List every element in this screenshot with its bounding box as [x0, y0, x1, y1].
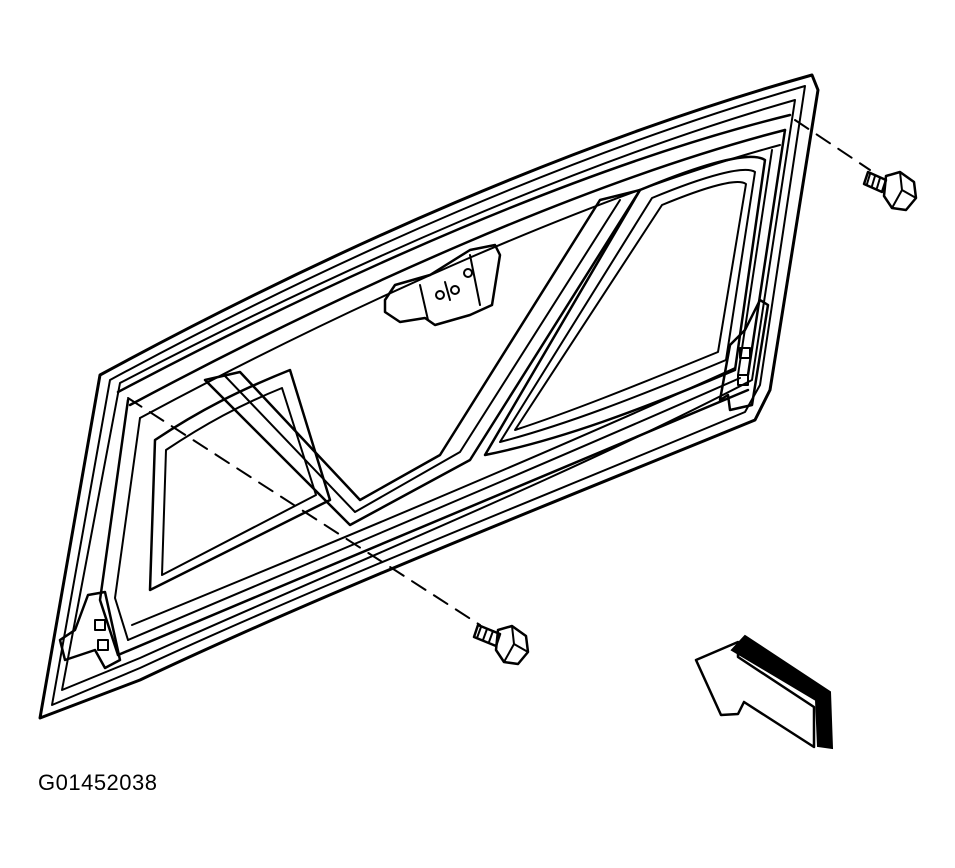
view-direction-arrow [694, 634, 834, 750]
left-hinge [58, 590, 122, 670]
liftgate-panel [38, 73, 820, 720]
right-hinge [718, 298, 770, 412]
lower-bolt [127, 397, 530, 666]
center-bracket [383, 243, 502, 327]
upper-bolt [794, 119, 918, 212]
figure-id-label: G01452038 [38, 770, 158, 795]
